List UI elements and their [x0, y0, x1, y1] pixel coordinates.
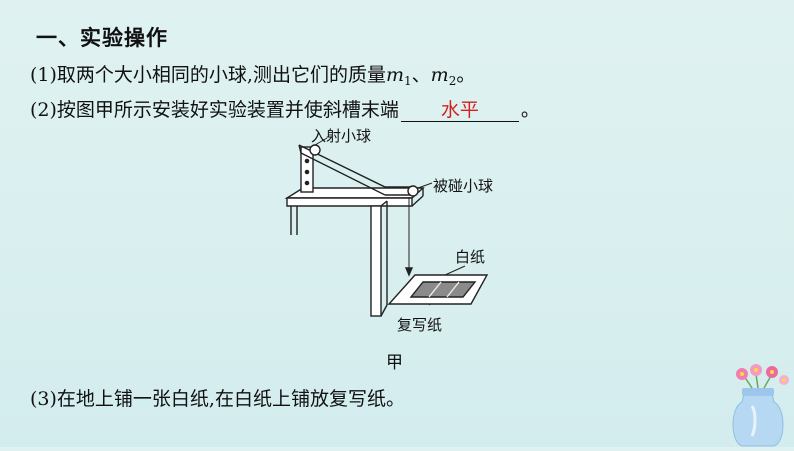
figure-caption: 甲: [386, 353, 403, 373]
label-carbon-paper: 复写纸: [397, 316, 443, 334]
flower-jar-icon: [732, 364, 789, 447]
mass-subscript-1: 1: [404, 74, 412, 88]
separator: 、: [411, 64, 431, 86]
step-2-text: (2)按图甲所示安装好实验装置并使斜槽末端: [30, 99, 399, 121]
flower-jar-decoration: [722, 362, 794, 447]
mass-symbol-1: m: [385, 64, 404, 86]
step-2: (2)按图甲所示安装好实验装置并使斜槽末端水平。: [30, 95, 540, 122]
label-incident-ball: 入射小球: [311, 127, 372, 145]
mass-subscript-2: 2: [448, 74, 457, 88]
step-2-end: 。: [520, 99, 540, 121]
apparatus-diagram: [284, 137, 489, 317]
apparatus-figure: 入射小球 被碰小球 白纸 复写纸: [275, 125, 515, 350]
step-3: (3)在地上铺一张白纸,在白纸上铺放复写纸。: [30, 388, 405, 410]
step-1: (1)取两个大小相同的小球,测出它们的质量m1、m2。: [30, 60, 475, 88]
mass-symbol-2: m: [430, 64, 449, 86]
step-1-end: 。: [456, 64, 476, 86]
label-target-ball: 被碰小球: [433, 177, 494, 195]
label-white-paper: 白纸: [455, 248, 486, 266]
answer-blank: 水平: [400, 99, 519, 122]
section-heading: 一、实验操作: [36, 26, 168, 50]
step-1-text: (1)取两个大小相同的小球,测出它们的质量: [30, 64, 386, 86]
